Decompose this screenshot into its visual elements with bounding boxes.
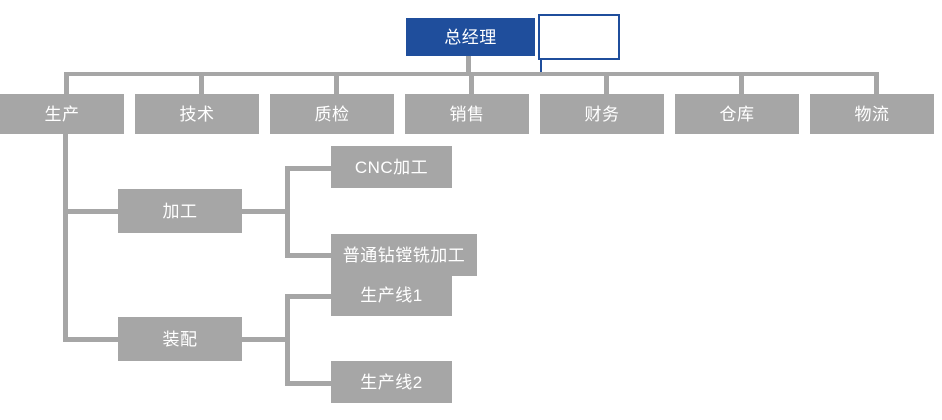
node-department-warehouse-label: 仓库	[719, 104, 755, 124]
node-conventional-machining[interactable]: 普通钻镗铣加工	[331, 234, 477, 276]
node-department-logistics[interactable]: 物流	[810, 94, 934, 134]
connector-processing-to-conventional	[285, 253, 333, 258]
connector-drop-production	[64, 72, 69, 94]
connector-drop-sales	[469, 72, 474, 94]
node-department-quality[interactable]: 质检	[270, 94, 394, 134]
connector-assembly-to-line2	[285, 381, 333, 386]
node-production-line-1[interactable]: 生产线1	[331, 274, 452, 316]
connector-assembly-to-line1	[285, 294, 333, 299]
node-cnc-machining[interactable]: CNC加工	[331, 146, 452, 188]
connector-production-spine	[63, 134, 68, 342]
node-department-finance[interactable]: 财务	[540, 94, 664, 134]
connector-drop-warehouse	[739, 72, 744, 94]
node-department-warehouse[interactable]: 仓库	[675, 94, 799, 134]
connector-processing-to-cnc	[285, 166, 333, 171]
connector-production-to-processing	[63, 209, 118, 214]
connector-processing-spine	[285, 166, 290, 258]
node-production-line-2-label: 生产线2	[360, 372, 423, 392]
node-department-logistics-label: 物流	[854, 104, 890, 124]
node-department-technology[interactable]: 技术	[135, 94, 259, 134]
node-production-line-1-label: 生产线1	[360, 285, 423, 305]
node-department-technology-label: 技术	[179, 104, 215, 124]
node-department-sales-label: 销售	[449, 104, 485, 124]
node-department-finance-label: 财务	[584, 104, 620, 124]
connector-drop-technology	[199, 72, 204, 94]
node-department-production[interactable]: 生产	[0, 94, 124, 134]
node-conventional-machining-label: 普通钻镗铣加工	[342, 245, 466, 265]
connector-drop-logistics	[874, 72, 879, 94]
node-general-manager-label: 总经理	[444, 27, 497, 47]
connector-assembly-stub	[242, 337, 288, 342]
node-department-production-label: 生产	[44, 104, 80, 124]
node-general-manager[interactable]: 总经理	[406, 18, 535, 56]
node-cnc-machining-label: CNC加工	[354, 157, 429, 177]
node-assembly[interactable]: 装配	[118, 317, 242, 361]
node-department-sales[interactable]: 销售	[405, 94, 529, 134]
node-production-line-2[interactable]: 生产线2	[331, 361, 452, 403]
node-department-quality-label: 质检	[314, 104, 350, 124]
connector-root-drop	[466, 56, 471, 74]
node-processing[interactable]: 加工	[118, 189, 242, 233]
connector-drop-quality	[334, 72, 339, 94]
connector-assembly-spine	[285, 294, 290, 386]
connector-production-to-assembly	[63, 337, 118, 342]
node-assembly-label: 装配	[162, 329, 198, 349]
node-ghost-placeholder[interactable]	[538, 14, 620, 60]
connector-drop-finance	[604, 72, 609, 94]
connector-ghost-drop	[540, 58, 542, 74]
connector-processing-stub	[242, 209, 288, 214]
node-processing-label: 加工	[162, 201, 198, 221]
